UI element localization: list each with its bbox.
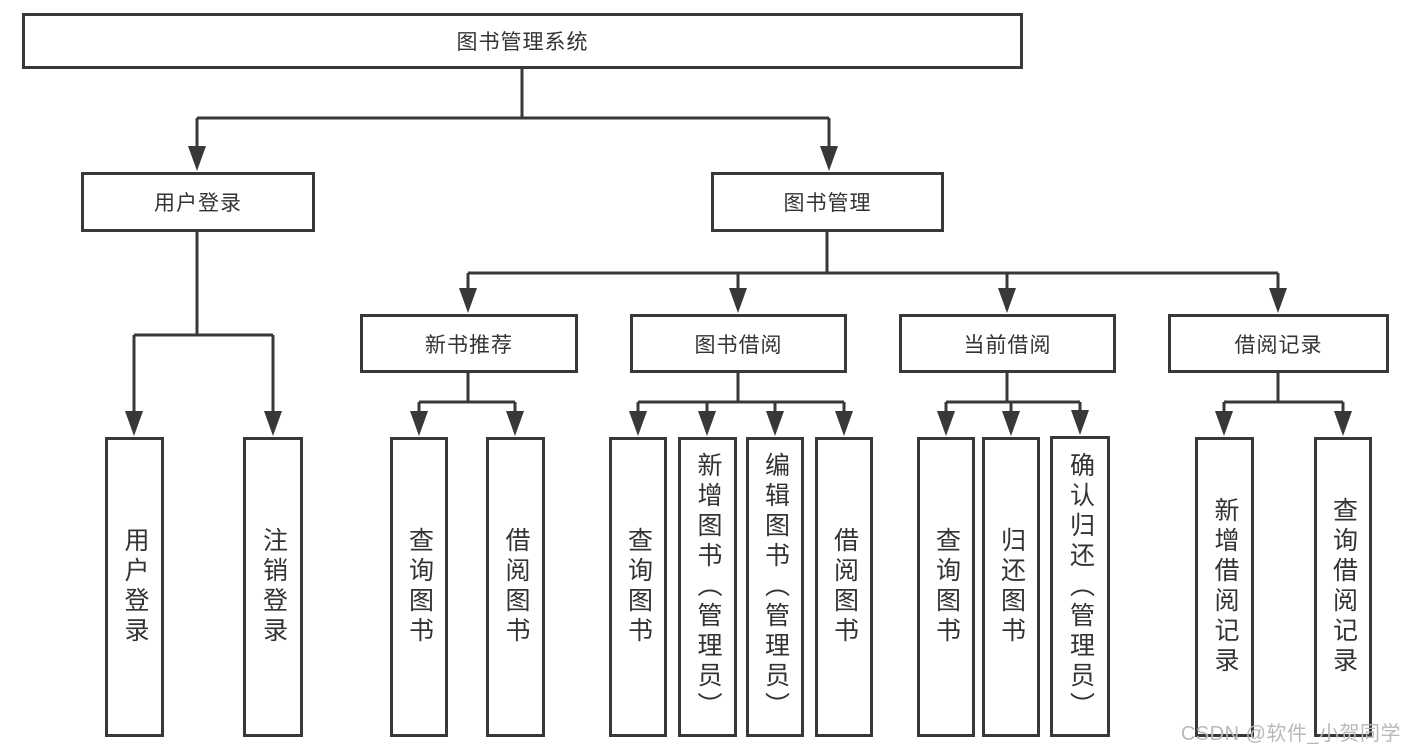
- leaf-borrow-query-book-label: 查询图书: [624, 527, 653, 647]
- leaf-borrow-query-book: 查询图书: [609, 437, 667, 737]
- leaf-recommend-query-book: 查询图书: [390, 437, 448, 737]
- leaf-add-borrow-record-label: 新增借阅记录: [1211, 497, 1239, 677]
- leaf-recommend-borrow-book: 借阅图书: [486, 437, 545, 737]
- node-book-borrow: 图书借阅: [630, 314, 847, 373]
- node-book-borrow-label: 图书借阅: [694, 333, 783, 357]
- leaf-return-book-label: 归还图书: [997, 527, 1026, 647]
- node-root-system: 图书管理系统: [22, 13, 1023, 69]
- csdn-watermark: CSDN @软件_小贺同学: [1180, 723, 1401, 745]
- node-borrow-records-label: 借阅记录: [1234, 333, 1323, 357]
- node-borrow-records: 借阅记录: [1168, 314, 1389, 373]
- leaf-add-book-admin-label: 新增图书（管理员）: [694, 452, 722, 722]
- leaf-borrow-book: 借阅图书: [815, 437, 873, 737]
- leaf-add-book-admin: 新增图书（管理员）: [678, 437, 737, 737]
- node-current-borrow: 当前借阅: [899, 314, 1116, 373]
- leaf-user-login: 用户登录: [105, 437, 164, 737]
- leaf-current-query-book: 查询图书: [917, 437, 975, 737]
- leaf-return-book: 归还图书: [982, 437, 1040, 737]
- leaf-edit-book-admin: 编辑图书（管理员）: [746, 437, 804, 737]
- leaf-recommend-query-book-label: 查询图书: [405, 527, 434, 647]
- node-root-label: 图书管理系统: [456, 31, 589, 54]
- node-user-login: 用户登录: [81, 172, 315, 232]
- leaf-confirm-return-admin: 确认归还（管理员）: [1050, 436, 1110, 737]
- leaf-add-borrow-record: 新增借阅记录: [1195, 437, 1254, 737]
- node-user-login-label: 用户登录: [154, 192, 242, 215]
- leaf-edit-book-admin-label: 编辑图书（管理员）: [761, 452, 790, 722]
- leaf-user-login-label: 用户登录: [121, 527, 149, 647]
- leaf-logout: 注销登录: [243, 437, 303, 737]
- leaf-confirm-return-admin-label: 确认归还（管理员）: [1066, 451, 1095, 722]
- leaf-current-query-book-label: 查询图书: [932, 527, 961, 647]
- node-new-book-recommend: 新书推荐: [360, 314, 578, 373]
- leaf-query-borrow-record: 查询借阅记录: [1314, 437, 1372, 737]
- node-book-management-label: 图书管理: [783, 192, 872, 215]
- leaf-recommend-borrow-book-label: 借阅图书: [502, 527, 530, 647]
- leaf-query-borrow-record-label: 查询借阅记录: [1329, 497, 1358, 677]
- node-current-borrow-label: 当前借阅: [963, 333, 1052, 357]
- leaf-borrow-book-label: 借阅图书: [830, 527, 859, 647]
- node-book-management: 图书管理: [711, 172, 944, 232]
- node-new-book-recommend-label: 新书推荐: [425, 333, 513, 357]
- leaf-logout-label: 注销登录: [259, 527, 288, 647]
